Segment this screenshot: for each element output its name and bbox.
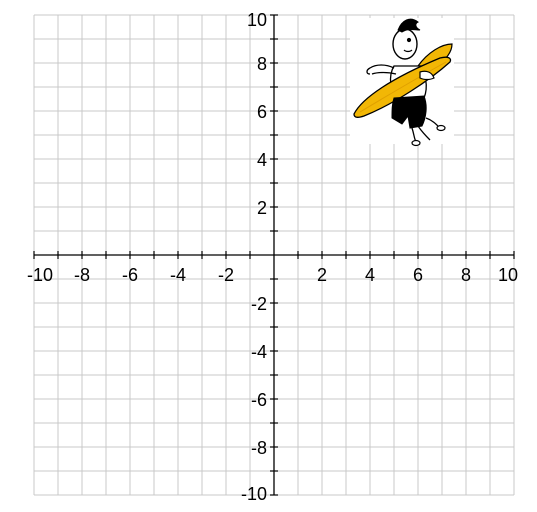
axis-ticks (33, 14, 515, 496)
x-tick-label: -2 (218, 265, 234, 285)
x-tick-label: 10 (498, 265, 518, 285)
x-tick-label: -6 (122, 265, 138, 285)
y-tick-labels: 10 8 6 4 2 -2 -4 -6 -8 -10 (241, 10, 267, 504)
surfer-mouth (403, 49, 413, 53)
surfer-shorts (391, 95, 427, 129)
x-tick-label: -4 (170, 265, 186, 285)
surfboard-stripe (359, 61, 447, 113)
x-tick-label: -10 (27, 265, 53, 285)
x-tick-label: 4 (365, 265, 375, 285)
x-tick-label: 2 (317, 265, 327, 285)
surfer-foot (411, 139, 421, 147)
x-tick-labels: -10 -8 -6 -4 -2 2 4 6 8 10 (27, 265, 518, 285)
surfer-eye (406, 37, 412, 43)
x-tick-label: -8 (74, 265, 90, 285)
y-tick-label: 6 (257, 102, 267, 122)
surfer-hair (397, 18, 421, 33)
y-tick-label: -8 (251, 438, 267, 458)
x-tick-label: 6 (413, 265, 423, 285)
surfer-head (392, 28, 418, 60)
y-tick-label: 2 (257, 198, 267, 218)
surfer-left-arm (366, 64, 397, 75)
y-tick-label: -4 (251, 342, 267, 362)
y-tick-label: -10 (241, 484, 267, 504)
y-tick-label: 8 (257, 54, 267, 74)
y-tick-label: 4 (257, 150, 267, 170)
surfer-hand (419, 70, 435, 81)
x-tick-label: 8 (461, 265, 471, 285)
surfer-foot (436, 124, 446, 132)
y-tick-label: -6 (251, 390, 267, 410)
axes (34, 15, 514, 495)
y-tick-label: 10 (247, 10, 267, 30)
y-tick-label: -2 (251, 294, 267, 314)
cartoon-surfer-with-surfboard-icon (350, 18, 454, 147)
